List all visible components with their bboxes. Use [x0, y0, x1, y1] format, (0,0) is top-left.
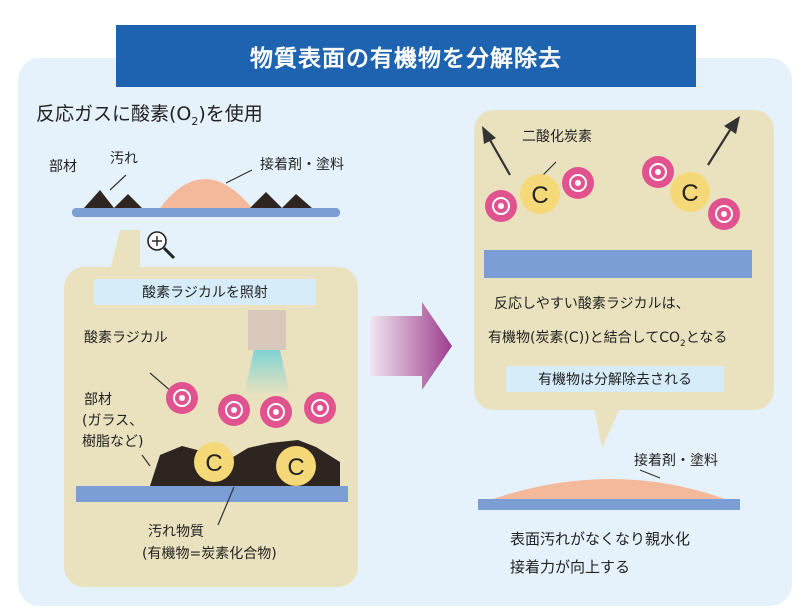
result-line2: 接着力が向上する — [510, 558, 631, 576]
oxygen-atom — [485, 190, 517, 222]
adhesive-leader-bottom — [639, 469, 661, 479]
result-bubble-tail — [594, 408, 620, 448]
oxygen-radical — [166, 382, 198, 414]
label-adhesive-top: 接着剤・塗料 — [260, 157, 344, 173]
substrate-bar-zoom — [76, 486, 348, 502]
label-adhesive-bottom: 接着剤・塗料 — [634, 453, 718, 469]
carbon-label: C — [205, 450, 222, 477]
magnifier-icon — [147, 231, 176, 260]
emitter-block — [248, 310, 286, 350]
reaction-text-line2-b: となる — [685, 330, 728, 346]
reaction-text-line2-sub: 2 — [680, 338, 686, 349]
carbon-label: C — [681, 180, 698, 207]
irradiate-tag: 酸素ラジカルを照射 — [94, 279, 316, 305]
oxygen-radical — [218, 394, 250, 426]
emitter-beam — [244, 350, 290, 395]
co2-arrowhead-left-icon — [482, 126, 496, 144]
carbon-atom: C — [520, 174, 560, 214]
oxygen-radical — [260, 396, 292, 428]
oxygen-atom — [642, 156, 674, 188]
label-co2: 二酸化炭素 — [522, 129, 592, 145]
label-member-note-1: (ガラス、 — [82, 413, 144, 429]
process-arrow-icon — [370, 302, 452, 390]
radical-leader — [149, 372, 173, 393]
label-dirt-top: 汚れ — [110, 151, 138, 167]
co2-molecule-right: C — [642, 156, 740, 230]
adhesive-dome — [160, 179, 252, 208]
dirt-right — [250, 192, 312, 208]
label-member-note-2: 樹脂など) — [82, 434, 144, 450]
substrate-bar-result — [484, 250, 752, 278]
member-leader — [141, 454, 151, 467]
reaction-text-line2: 有機物(炭素(C))と結合してCO2となる — [488, 329, 727, 350]
adhesive-layer — [490, 479, 728, 500]
co2-arrowhead-right-icon — [724, 116, 740, 134]
label-oxygen-radical: 酸素ラジカル — [84, 330, 168, 346]
subtitle-main: 反応ガスに酸素(O — [36, 103, 192, 125]
zoom-bubble — [64, 267, 358, 587]
reaction-text-line1: 反応しやすい酸素ラジカルは、 — [494, 296, 690, 312]
reaction-text-line2-a: 有機物(炭素(C))と結合してCO — [488, 330, 680, 346]
carbon-label: C — [531, 182, 548, 209]
zoom-bubble-tail — [110, 230, 140, 270]
label-member-top: 部材 — [49, 159, 77, 175]
subtitle-end: )を使用 — [198, 103, 263, 125]
carbon-label: C — [287, 454, 304, 481]
carbon-atom: C — [276, 446, 316, 486]
carbon-atom: C — [670, 172, 710, 212]
label-dirt-substance: 汚れ物質 — [148, 524, 204, 540]
dirt-left — [84, 190, 142, 208]
carbon-atom: C — [194, 442, 234, 482]
label-member-zoom: 部材 — [84, 392, 112, 408]
subtitle: 反応ガスに酸素(O2)を使用 — [36, 99, 263, 128]
dirt-leader — [109, 174, 127, 191]
dirt-mass-leader — [217, 486, 235, 526]
subtitle-sub: 2 — [191, 114, 199, 128]
co2-arrow-left — [489, 139, 511, 176]
oxygen-atom — [562, 167, 594, 199]
substrate-bar-bottom — [478, 499, 740, 510]
oxygen-atom — [708, 198, 740, 230]
result-line1: 表面汚れがなくなり親水化 — [510, 530, 691, 548]
label-dirt-organic: (有機物=炭素化合物) — [142, 546, 277, 562]
co2-arrow-right — [707, 129, 731, 166]
oxygen-radical — [304, 392, 336, 424]
substrate-bar-top — [72, 208, 340, 217]
decompose-tag: 有機物は分解除去される — [506, 366, 724, 392]
page-title: 物質表面の有機物を分解除去 — [250, 46, 562, 72]
title-bar: 物質表面の有機物を分解除去 — [116, 25, 696, 87]
adhesive-leader — [225, 169, 253, 184]
co2-molecule-left: C — [485, 167, 594, 222]
